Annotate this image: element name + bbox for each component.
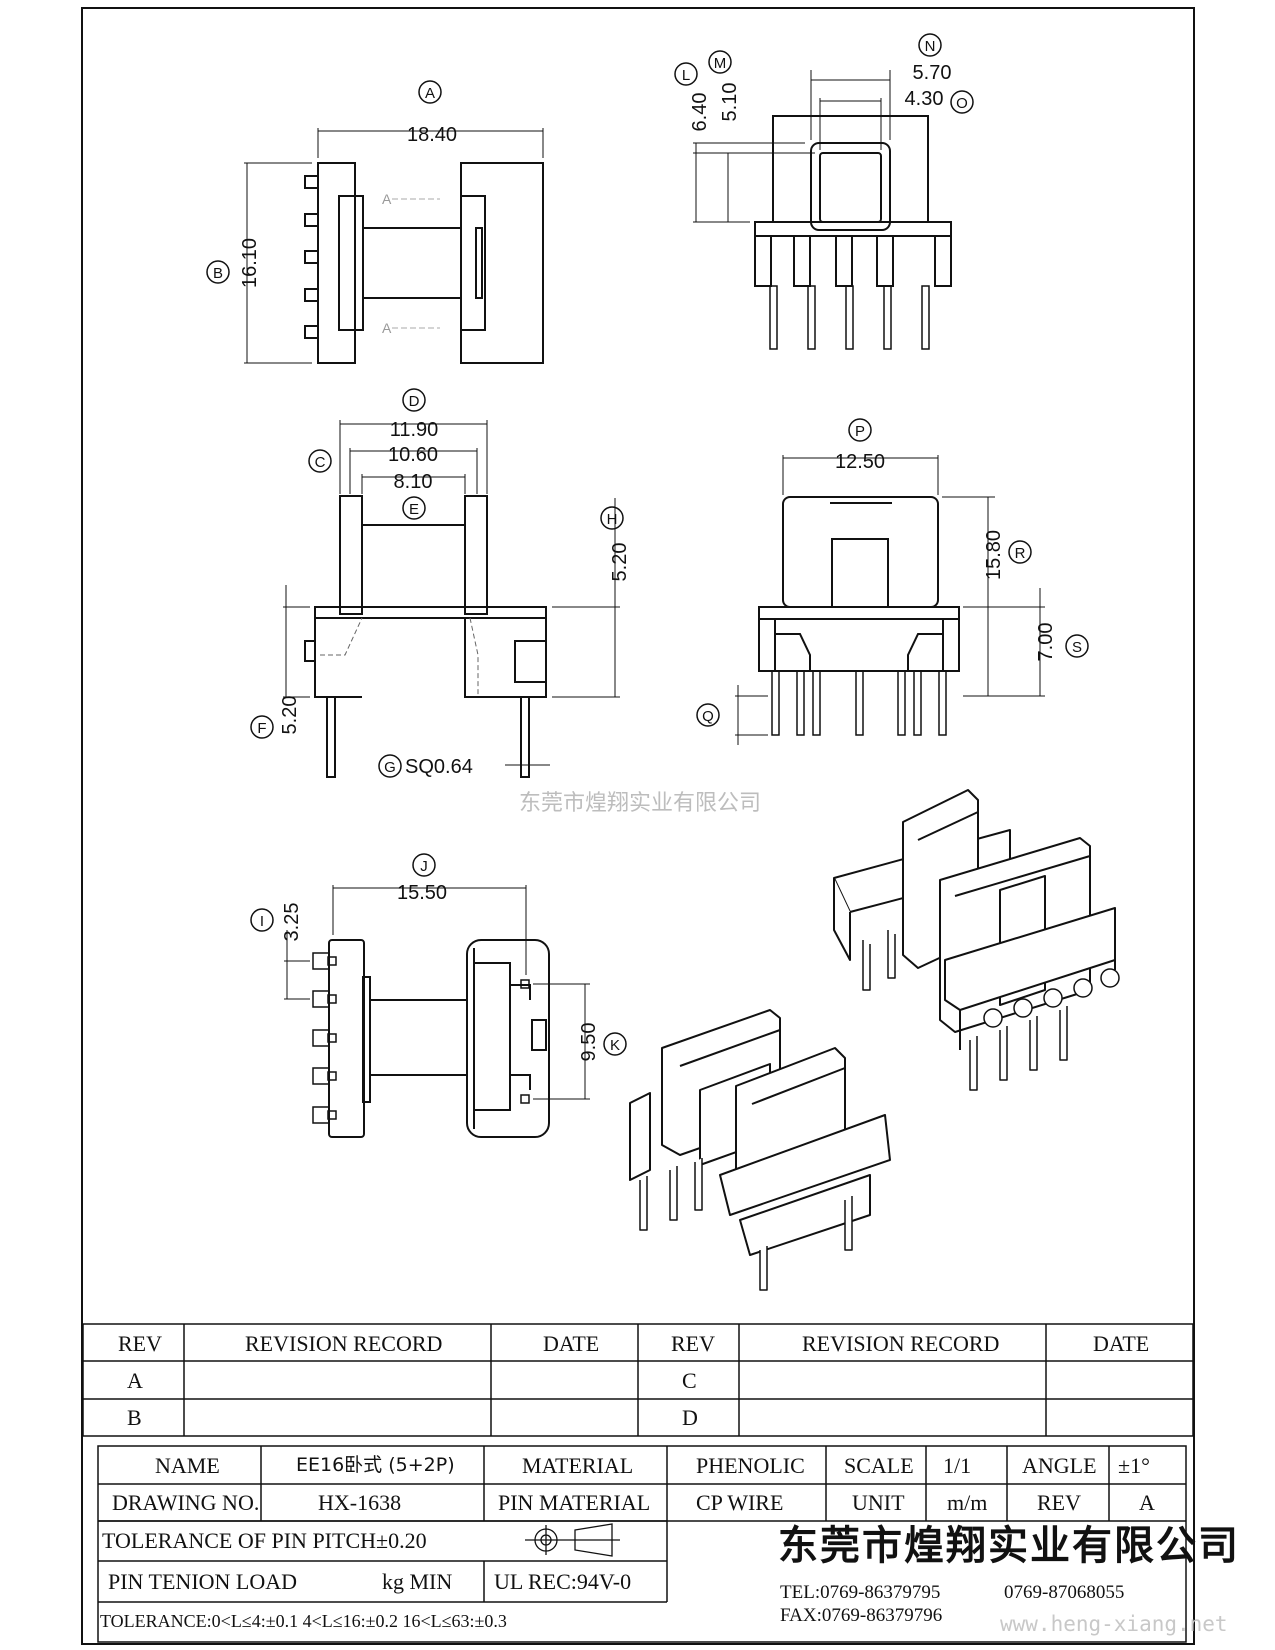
top-view (244, 128, 544, 364)
isometric-view-lower (629, 1009, 891, 1291)
watermark-center: 东莞市煌翔实业有限公司 (519, 791, 761, 816)
dim-s-value: 7.00 (1035, 623, 1057, 662)
dim-i-value: 3.25 (281, 903, 303, 942)
dim-h-label: H (607, 511, 618, 528)
dim-n-value: 5.70 (913, 62, 952, 84)
dim-o-label: O (956, 95, 968, 112)
dim-l-value: 6.40 (689, 93, 711, 132)
dim-g-value: SQ0.64 (405, 756, 473, 778)
dim-s-label: S (1072, 639, 1082, 656)
unit-value: m/m (947, 1490, 988, 1515)
section-mark-top: A (382, 191, 392, 207)
dim-a-value: 18.40 (407, 124, 457, 146)
dim-c-label: C (315, 454, 326, 471)
company-name: 东莞市煌翔实业有限公司 (778, 1523, 1240, 1569)
dim-r-value: 15.80 (983, 530, 1005, 580)
company-tel-2: 0769-87068055 (1004, 1582, 1125, 1603)
scale-label: SCALE (844, 1453, 914, 1478)
dim-m-value: 5.10 (719, 83, 741, 122)
title-block (97, 1445, 1187, 1643)
watermark-corner: www.heng-xiang.net (1000, 1612, 1228, 1636)
dim-g-label: G (384, 759, 396, 776)
general-tolerance: TOLERANCE:0<L≤4:±0.1 4<L≤16:±0.2 16<L≤63… (100, 1611, 507, 1631)
tension-label: PIN TENION LOAD (108, 1569, 298, 1594)
dim-q-label: Q (702, 708, 714, 725)
angle-value: ±1° (1118, 1453, 1150, 1478)
dim-d-label: D (409, 393, 420, 410)
company-tel: TEL:0769-86379795 (780, 1582, 941, 1603)
unit-label: UNIT (852, 1490, 905, 1515)
pin-material-value: CP WIRE (696, 1490, 784, 1515)
dim-e-value: 8.10 (394, 471, 433, 493)
dim-k-value: 9.50 (578, 1023, 600, 1062)
dim-c-value: 10.60 (388, 444, 438, 466)
tension-unit: kg MIN (382, 1569, 453, 1594)
dim-h-value: 5.20 (609, 543, 631, 582)
dim-n-label: N (925, 38, 936, 55)
isometric-view-upper (833, 789, 1120, 1091)
name-label: NAME (155, 1453, 220, 1478)
dim-k-label: K (610, 1037, 620, 1054)
projection-symbol-icon (525, 1523, 620, 1557)
bottom-view (284, 885, 590, 1138)
side-view (283, 420, 620, 778)
rev-header-date-right: DATE (1093, 1331, 1150, 1356)
dim-d-value: 11.90 (390, 419, 439, 441)
name-value: EE16卧式 (5+2P) (296, 1454, 455, 1476)
dim-f-label: F (257, 720, 266, 737)
rev-value: A (1139, 1490, 1155, 1515)
dim-j-value: 15.50 (397, 882, 447, 904)
dim-l-label: L (682, 67, 690, 84)
pitch-tolerance: TOLERANCE OF PIN PITCH±0.20 (102, 1528, 427, 1553)
dim-m-label: M (714, 55, 727, 72)
angle-label: ANGLE (1022, 1453, 1097, 1478)
dim-e-label: E (409, 501, 419, 518)
sheet-border (81, 7, 1195, 1645)
dim-a-label: A (425, 85, 435, 102)
front-view (735, 455, 1045, 745)
rev-header-date-left: DATE (543, 1331, 600, 1356)
rev-header-rev-left: REV (118, 1331, 162, 1356)
rev-row-c: C (682, 1368, 697, 1393)
pin-material-label: PIN MATERIAL (498, 1490, 651, 1515)
rev-row-b: B (127, 1405, 142, 1430)
dim-o-value: 4.30 (905, 88, 944, 110)
dim-p-value: 12.50 (835, 451, 885, 473)
dim-i-label: I (260, 913, 264, 930)
rev-header-rev-right: REV (671, 1331, 715, 1356)
dim-b-value: 16.10 (239, 238, 261, 288)
section-mark-bottom: A (382, 320, 392, 336)
material-value: PHENOLIC (696, 1453, 805, 1478)
material-label: MATERIAL (522, 1453, 634, 1478)
drawing-no-label: DRAWING NO. (112, 1490, 260, 1515)
scale-value: 1/1 (943, 1453, 972, 1478)
rev-row-a: A (127, 1368, 143, 1393)
end-view (693, 70, 952, 350)
rev-row-d: D (682, 1405, 698, 1430)
dim-j-label: J (420, 858, 428, 875)
revision-table (82, 1323, 1194, 1437)
rev-header-record-right: REVISION RECORD (802, 1331, 1000, 1356)
dim-p-label: P (855, 423, 865, 440)
dim-b-label: B (213, 265, 223, 282)
ul-rating: UL REC:94V-0 (494, 1569, 632, 1594)
company-fax: FAX:0769-86379796 (780, 1605, 943, 1626)
dim-f-value: 5.20 (279, 696, 301, 735)
rev-header-record-left: REVISION RECORD (245, 1331, 443, 1356)
drawing-no-value: HX-1638 (318, 1490, 402, 1515)
dim-r-label: R (1015, 545, 1026, 562)
rev-label: REV (1037, 1490, 1081, 1515)
